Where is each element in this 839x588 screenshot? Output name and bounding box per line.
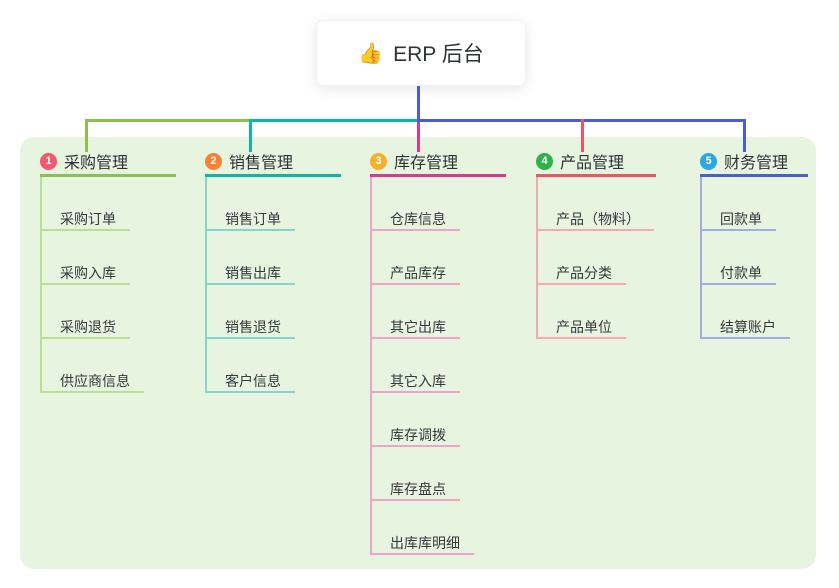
branch-inventory: 3 库存管理 仓库信息 产品库存 其它出库 其它入库 库存调拨 库存盘点 出库库…	[370, 150, 506, 555]
branch-product-child-line	[536, 177, 538, 339]
branch-finance: 5 财务管理 回款单 付款单 结算账户	[700, 150, 808, 339]
branch-finance-header[interactable]: 5 财务管理	[700, 150, 808, 172]
branch-drop-inventory	[417, 122, 420, 152]
branch-finance-label: 财务管理	[724, 155, 789, 172]
branch-drop-finance	[743, 119, 746, 152]
child-node[interactable]: 产品（物料）	[536, 209, 654, 231]
child-node[interactable]: 采购退货	[40, 317, 130, 339]
child-node[interactable]: 客户信息	[205, 371, 295, 393]
branch-product-header[interactable]: 4 产品管理	[536, 150, 656, 172]
child-node[interactable]: 产品库存	[370, 263, 460, 285]
branch-sales-label: 销售管理	[229, 155, 294, 172]
connector-segment-sales	[251, 119, 417, 122]
branch-inventory-label: 库存管理	[394, 155, 459, 172]
badge-2: 2	[205, 152, 222, 170]
branch-drop-sales	[249, 119, 252, 152]
branch-inventory-underline	[370, 174, 506, 177]
branch-finance-underline	[700, 174, 808, 177]
branch-product: 4 产品管理 产品（物料） 产品分类 产品单位	[536, 150, 656, 339]
branch-finance-child-line	[700, 177, 702, 339]
branch-product-underline	[536, 174, 656, 177]
root-title: ERP 后台	[393, 43, 484, 66]
child-node[interactable]: 产品单位	[536, 317, 626, 339]
child-node[interactable]: 付款单	[700, 263, 776, 285]
branch-purchase-child-line	[40, 177, 42, 393]
branch-purchase: 1 采购管理 采购订单 采购入库 采购退货 供应商信息	[40, 150, 176, 393]
child-node[interactable]: 产品分类	[536, 263, 626, 285]
child-node[interactable]: 采购入库	[40, 263, 130, 285]
root-connector-line	[417, 84, 420, 121]
child-node[interactable]: 供应商信息	[40, 371, 144, 393]
badge-5: 5	[700, 152, 717, 170]
root-node[interactable]: 👍 ERP 后台	[316, 20, 526, 86]
child-node[interactable]: 仓库信息	[370, 209, 460, 231]
branch-purchase-label: 采购管理	[64, 155, 129, 172]
child-node[interactable]: 销售出库	[205, 263, 295, 285]
branch-drop-purchase	[85, 119, 88, 152]
child-node[interactable]: 库存调拨	[370, 425, 460, 447]
connector-segment-purchase	[85, 119, 251, 122]
branch-sales-underline	[205, 174, 341, 177]
badge-3: 3	[370, 152, 387, 170]
badge-4: 4	[536, 152, 553, 170]
child-node[interactable]: 其它入库	[370, 371, 460, 393]
child-node[interactable]: 其它出库	[370, 317, 460, 339]
background-panel	[20, 137, 816, 569]
branch-inventory-child-line	[370, 177, 372, 555]
child-node[interactable]: 销售订单	[205, 209, 295, 231]
child-node[interactable]: 采购订单	[40, 209, 130, 231]
child-node[interactable]: 出库库明细	[370, 533, 474, 555]
thumbs-up-icon: 👍	[358, 42, 384, 65]
branch-inventory-header[interactable]: 3 库存管理	[370, 150, 506, 172]
branch-sales-header[interactable]: 2 销售管理	[205, 150, 341, 172]
branch-purchase-underline	[40, 174, 176, 177]
child-node[interactable]: 销售退货	[205, 317, 295, 339]
branch-drop-product	[581, 119, 584, 152]
branch-sales: 2 销售管理 销售订单 销售出库 销售退货 客户信息	[205, 150, 341, 393]
branch-product-label: 产品管理	[560, 155, 625, 172]
branch-purchase-header[interactable]: 1 采购管理	[40, 150, 176, 172]
child-node[interactable]: 库存盘点	[370, 479, 460, 501]
child-node[interactable]: 结算账户	[700, 317, 790, 339]
child-node[interactable]: 回款单	[700, 209, 776, 231]
branch-sales-child-line	[205, 177, 207, 393]
badge-1: 1	[40, 152, 57, 170]
